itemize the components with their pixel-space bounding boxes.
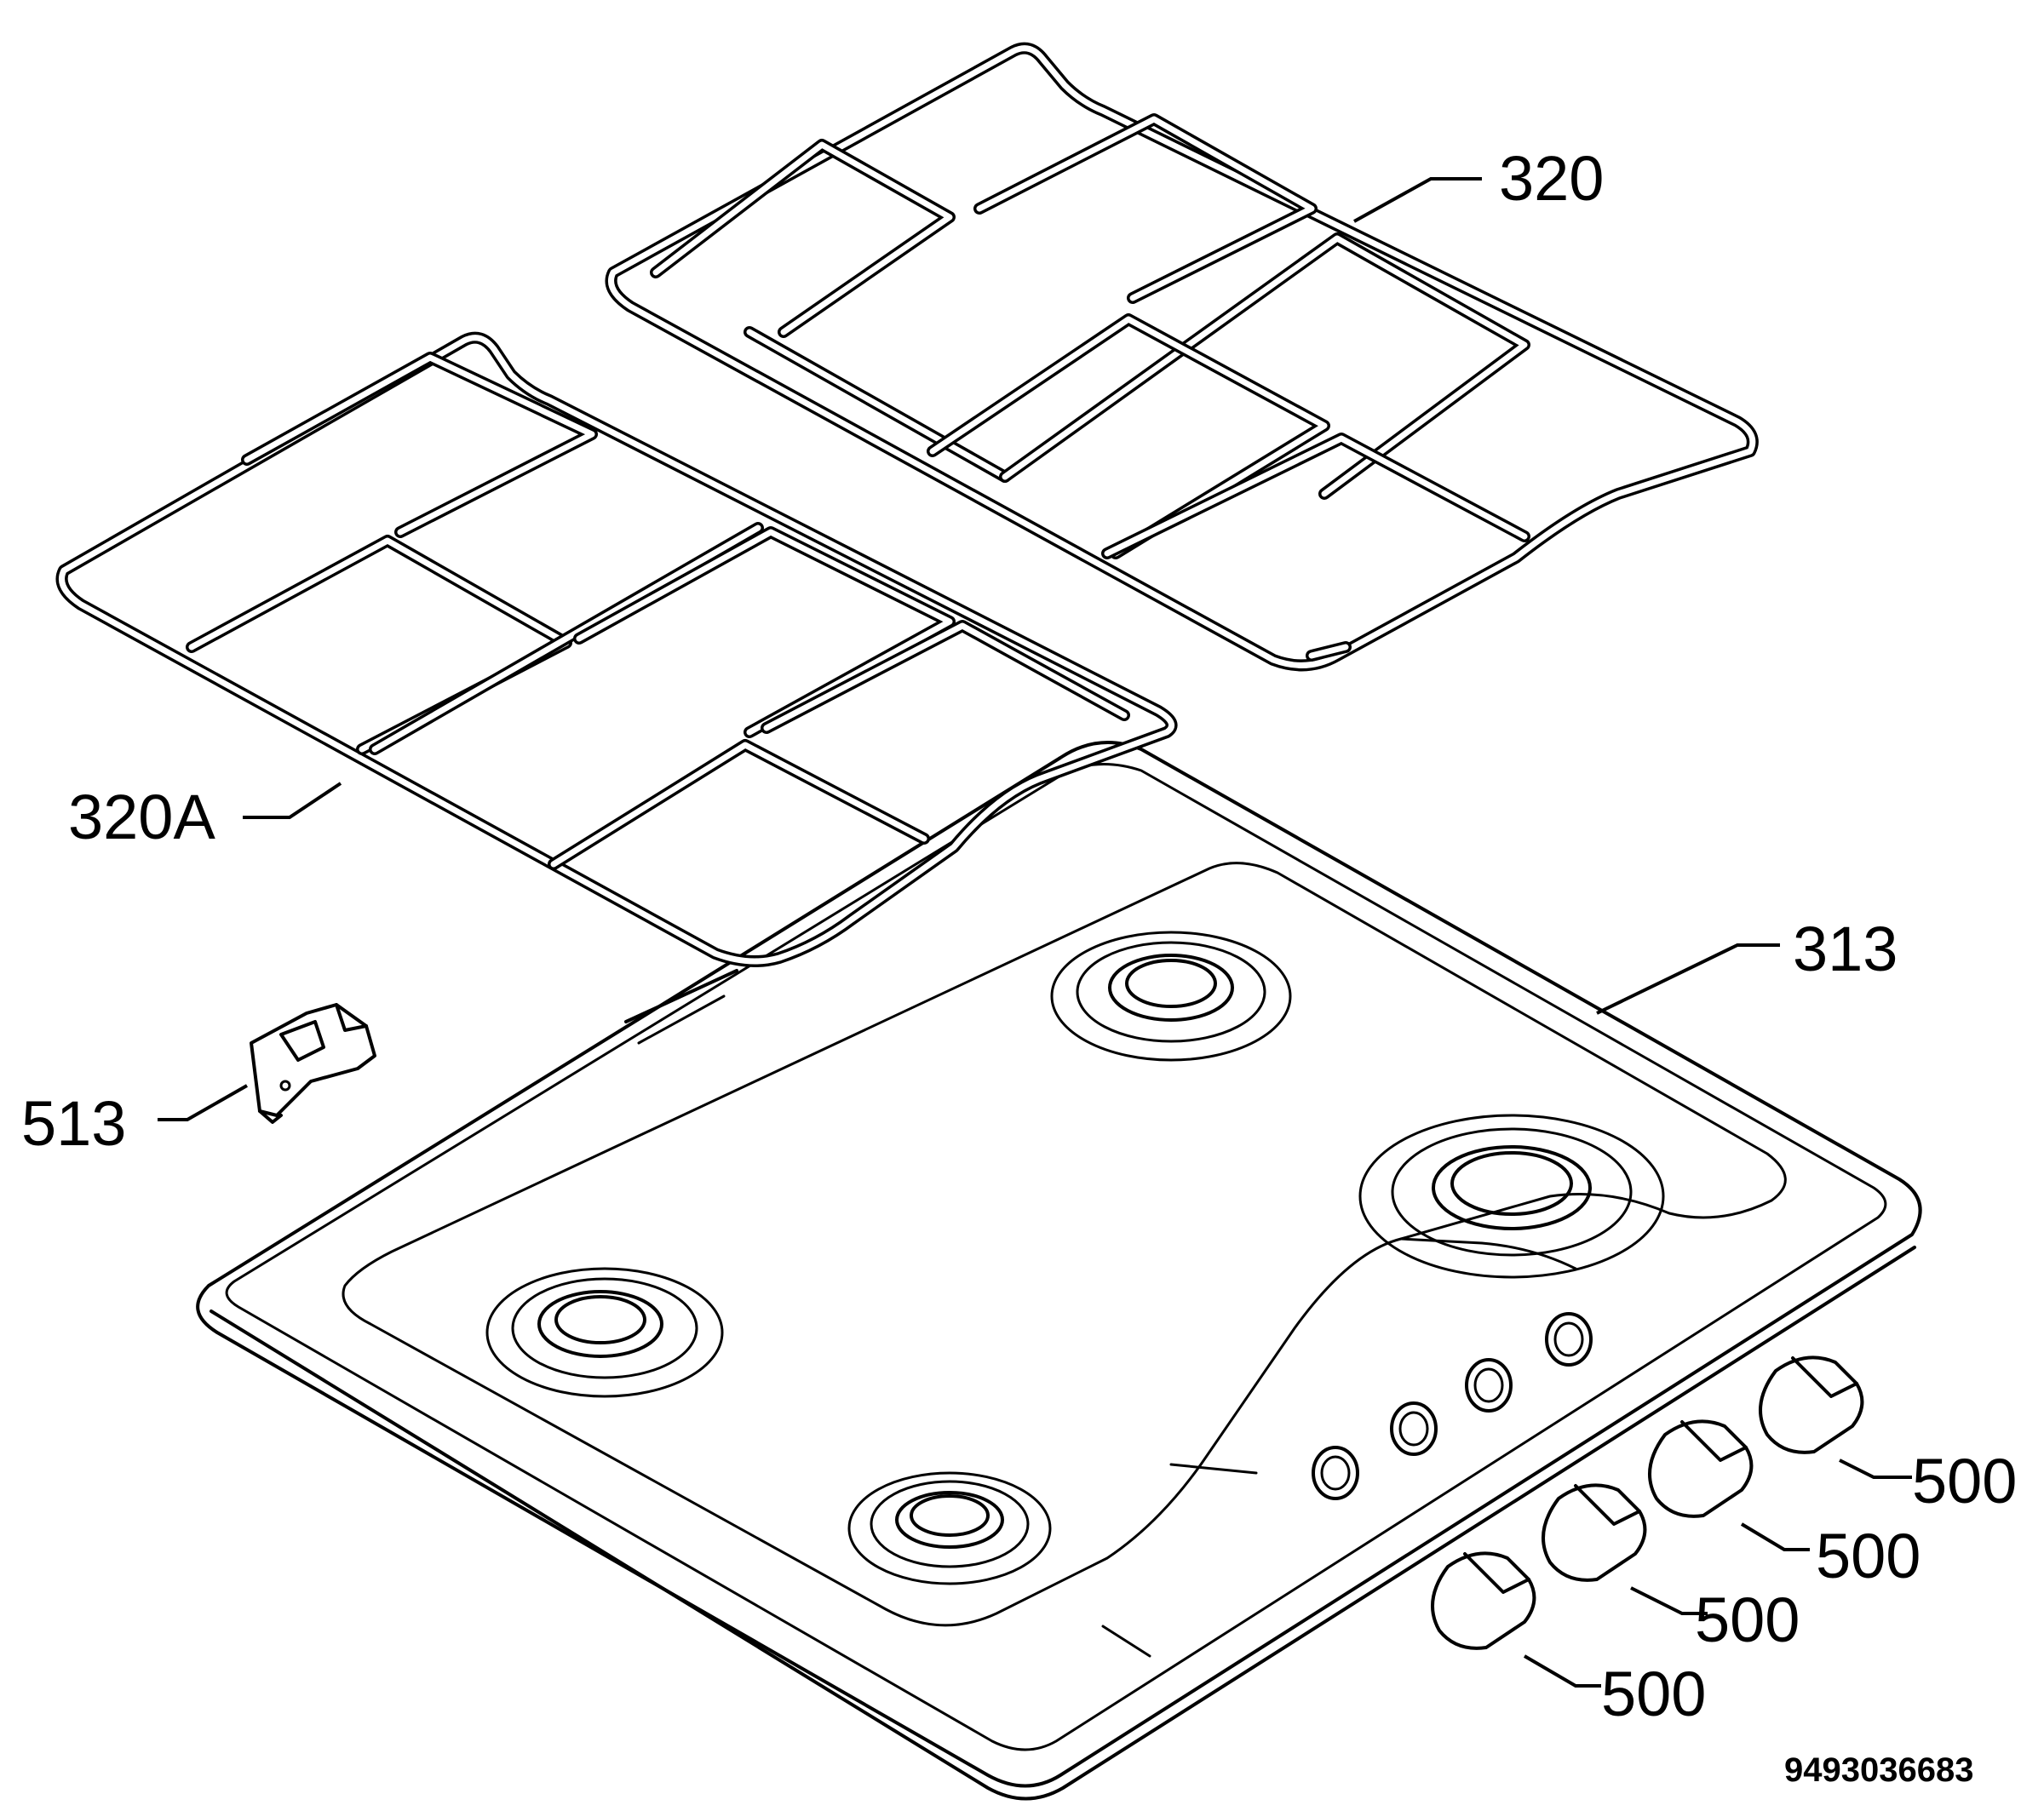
burner-rear-right	[1358, 1114, 1665, 1279]
knob-500-2	[1542, 1483, 1647, 1582]
knob-500-3	[1648, 1419, 1754, 1518]
burner-rear-left	[1050, 931, 1292, 1062]
document-number: 9493036683	[1784, 1751, 1973, 1789]
burner-front-left	[485, 1267, 724, 1398]
knob-500-4	[1759, 1355, 1864, 1454]
callout-500-knob-1: 500	[1601, 1659, 1706, 1729]
pan-support-320A	[55, 331, 1178, 967]
callout-320: 320	[1499, 143, 1604, 214]
leader-lines	[158, 177, 1912, 1688]
callout-313: 313	[1793, 914, 1898, 984]
callout-320A: 320A	[68, 782, 215, 852]
knob-holes	[1312, 1312, 1593, 1500]
burner-front-right	[847, 1471, 1052, 1585]
clip-513	[250, 1003, 376, 1124]
callout-500-knob-3: 500	[1816, 1521, 1921, 1591]
knob-500-1	[1431, 1551, 1536, 1650]
callout-500-knob-4: 500	[1912, 1446, 2017, 1516]
callout-513: 513	[21, 1088, 126, 1159]
hob-top-313	[196, 741, 1922, 1801]
callout-500-knob-2: 500	[1695, 1585, 1800, 1655]
pan-support-320	[605, 42, 1759, 672]
